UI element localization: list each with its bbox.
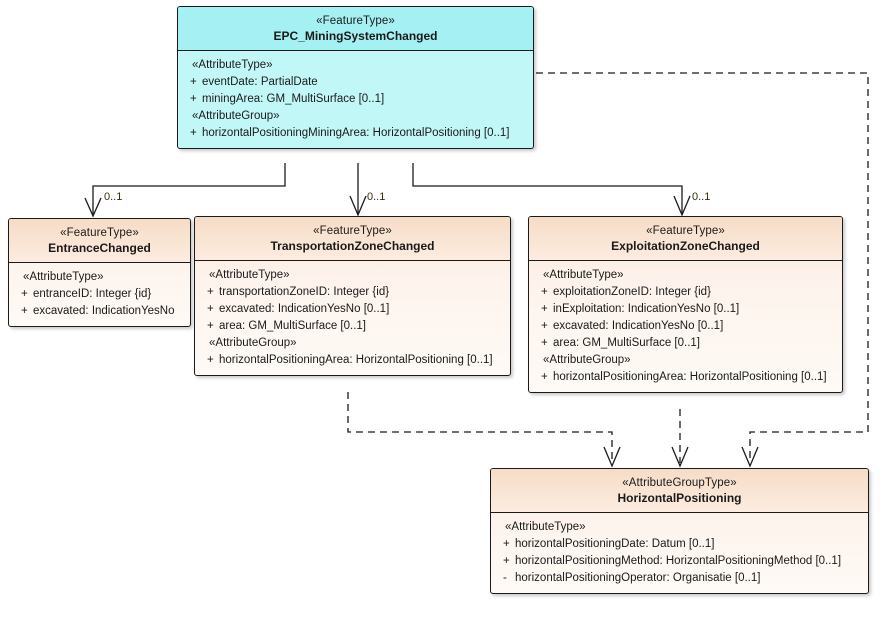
attribute-row[interactable]: + transportationZoneID: Integer {id} [199,284,506,301]
connector-transport-horizontal[interactable] [347,392,621,468]
visibility-marker: + [541,337,548,349]
class-stereotype: «FeatureType» [313,225,392,237]
connector-epc-exploit[interactable] [412,163,691,217]
attribute-text: transportationZoneID: Integer {id} [219,286,390,298]
class-body: «AttributeType» + transportationZoneID: … [195,261,510,375]
multiplicity-epc-transport: 0..1 [367,191,386,203]
attribute-text: horizontalPositioningDate: Datum [0..1] [515,538,715,550]
visibility-marker: + [21,288,28,300]
attribute-text: horizontalPositioningArea: HorizontalPos… [219,354,493,366]
attribute-group-label: «AttributeGroup» [209,337,297,349]
attribute-group-label: «AttributeType» [192,59,273,71]
multiplicity-epc-exploit: 0..1 [692,191,711,203]
attribute-group-label: «AttributeType» [209,269,290,281]
attribute-row[interactable]: + miningArea: GM_MultiSurface [0..1] [182,91,529,108]
visibility-marker: + [190,93,197,105]
visibility-marker: + [207,354,214,366]
attribute-row[interactable]: + horizontalPositioningArea: HorizontalP… [199,352,506,369]
class-body: «AttributeType» + eventDate: PartialDate… [178,51,533,148]
attribute-row[interactable]: + horizontalPositioningMiningArea: Horiz… [182,125,529,142]
attribute-text: area: GM_MultiSurface [0..1] [219,320,367,332]
attribute-row[interactable]: + entranceID: Integer {id} [13,286,186,303]
attribute-row[interactable]: + excavated: IndicationYesNo [0..1] [199,301,506,318]
attribute-text: excavated: IndicationYesNo [0..1] [553,320,724,332]
visibility-marker: + [207,320,214,332]
connector-epc-transport[interactable] [349,163,367,217]
class-box-horizontal-positioning[interactable]: «AttributeGroupType» HorizontalPositioni… [490,468,869,594]
attribute-group-label: «AttributeGroup» [543,354,631,366]
class-name: EntranceChanged [48,241,151,255]
attribute-row[interactable]: + excavated: IndicationYesNo [13,303,186,320]
visibility-marker: + [541,303,548,315]
class-box-exploitation-zone-changed[interactable]: «FeatureType» ExploitationZoneChanged «A… [528,216,843,393]
visibility-marker: + [503,555,510,567]
class-header: «FeatureType» TransportationZoneChanged [195,217,510,261]
attribute-text: area: GM_MultiSurface [0..1] [553,337,701,349]
class-name: HorizontalPositioning [617,491,742,505]
attribute-text: exploitationZoneID: Integer {id} [553,286,711,298]
class-name: TransportationZoneChanged [270,239,435,253]
class-body: «AttributeType» + exploitationZoneID: In… [529,261,842,392]
attribute-row[interactable]: + area: GM_MultiSurface [0..1] [199,318,506,335]
visibility-marker: + [207,303,214,315]
attribute-text: horizontalPositioningMiningArea: Horizon… [202,127,510,139]
attribute-text: excavated: IndicationYesNo [0..1] [219,303,390,315]
visibility-marker: + [541,320,548,332]
attribute-row[interactable]: + exploitationZoneID: Integer {id} [533,284,838,301]
attribute-row[interactable]: + horizontalPositioningArea: HorizontalP… [533,369,838,386]
class-stereotype: «FeatureType» [60,227,139,239]
class-box-epc-mining-system-changed[interactable]: «FeatureType» EPC_MiningSystemChanged «A… [177,6,534,149]
class-name: EPC_MiningSystemChanged [273,29,438,43]
attribute-group-label: «AttributeType» [23,271,104,283]
multiplicity-epc-entrance: 0..1 [104,191,123,203]
visibility-marker: - [503,572,507,584]
class-header: «FeatureType» ExploitationZoneChanged [529,217,842,261]
attribute-row[interactable]: + area: GM_MultiSurface [0..1] [533,335,838,352]
connector-exploit-horizontal[interactable] [671,409,689,468]
attribute-text: eventDate: PartialDate [202,76,318,88]
class-stereotype: «FeatureType» [646,225,725,237]
class-body: «AttributeType» + entranceID: Integer {i… [9,263,190,326]
class-header: «FeatureType» EPC_MiningSystemChanged [178,7,533,51]
visibility-marker: + [190,127,197,139]
class-header: «AttributeGroupType» HorizontalPositioni… [491,469,868,513]
attribute-text: excavated: IndicationYesNo [33,305,175,317]
connector-epc-entrance[interactable] [84,163,286,218]
attribute-text: inExploitation: IndicationYesNo [0..1] [553,303,740,315]
attribute-row[interactable]: - horizontalPositioningOperator: Organis… [495,570,864,587]
visibility-marker: + [541,371,548,383]
class-stereotype: «AttributeGroupType» [622,477,737,489]
attribute-text: horizontalPositioningArea: HorizontalPos… [553,371,827,383]
attribute-text: miningArea: GM_MultiSurface [0..1] [202,93,385,105]
attribute-row[interactable]: + horizontalPositioningMethod: Horizonta… [495,553,864,570]
class-body: «AttributeType» + horizontalPositioningD… [491,513,868,593]
visibility-marker: + [503,538,510,550]
class-stereotype: «FeatureType» [316,15,395,27]
attribute-text: horizontalPositioningMethod: HorizontalP… [515,555,842,567]
class-box-transportation-zone-changed[interactable]: «FeatureType» TransportationZoneChanged … [194,216,511,376]
class-box-entrance-changed[interactable]: «FeatureType» EntranceChanged «Attribute… [8,218,191,327]
attribute-row[interactable]: + excavated: IndicationYesNo [0..1] [533,318,838,335]
visibility-marker: + [21,305,28,317]
attribute-row[interactable]: + inExploitation: IndicationYesNo [0..1] [533,301,838,318]
attribute-row[interactable]: + eventDate: PartialDate [182,74,529,91]
visibility-marker: + [190,76,197,88]
attribute-group-label: «AttributeGroup» [192,110,280,122]
class-header: «FeatureType» EntranceChanged [9,219,190,263]
visibility-marker: + [207,286,214,298]
attribute-text: horizontalPositioningOperator: Organisat… [515,572,761,584]
class-name: ExploitationZoneChanged [611,239,760,253]
attribute-row[interactable]: + horizontalPositioningDate: Datum [0..1… [495,536,864,553]
attribute-group-label: «AttributeType» [505,521,586,533]
visibility-marker: + [541,286,548,298]
attribute-group-label: «AttributeType» [543,269,624,281]
attribute-text: entranceID: Integer {id} [33,288,152,300]
